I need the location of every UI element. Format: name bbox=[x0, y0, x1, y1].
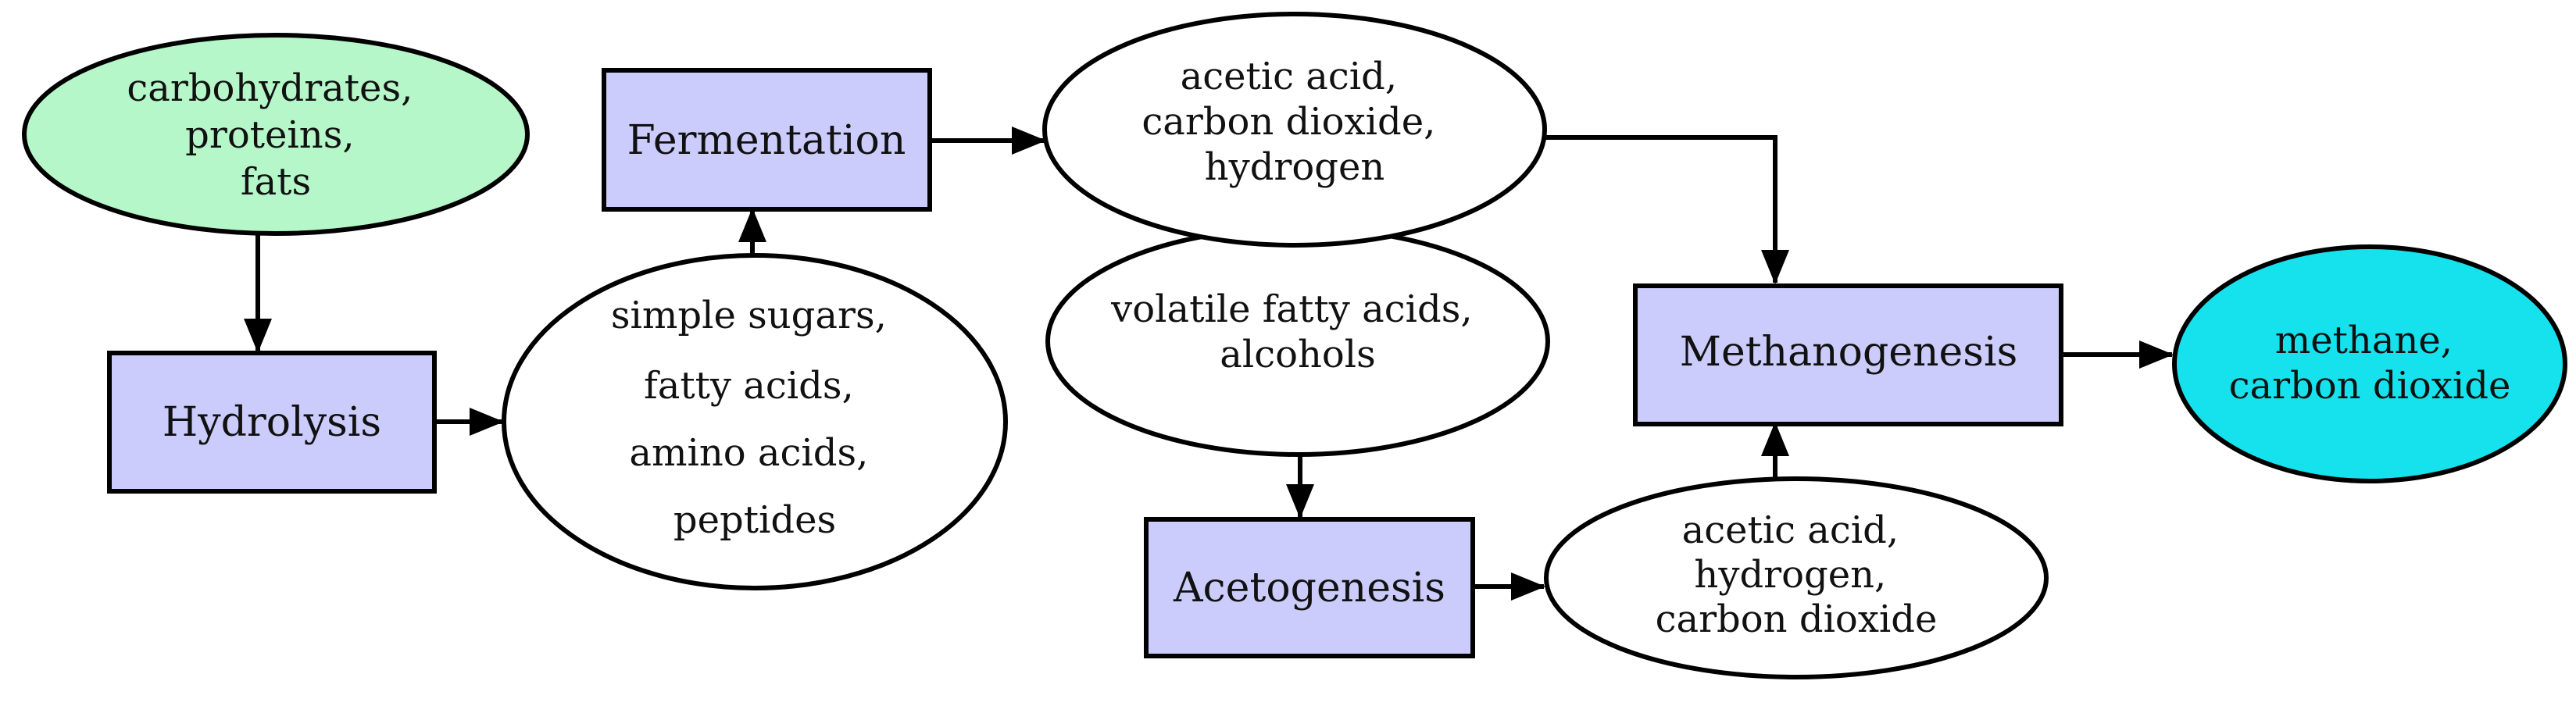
fermentation-products-line-1: acetic acid, bbox=[1181, 55, 1398, 98]
feedstock-line-3: fats bbox=[241, 160, 311, 204]
acetogenesis-products-line-3: carbon dioxide bbox=[1656, 597, 1938, 641]
acetogenesis-label: Acetogenesis bbox=[1173, 565, 1445, 612]
biogas-line-2: carbon dioxide bbox=[2229, 364, 2511, 408]
monomers-node: simple sugars, fatty acids, amino acids,… bbox=[502, 253, 1008, 590]
fermentation-products-line-2: carbon dioxide, bbox=[1142, 100, 1435, 144]
acetogenesis-products-line-1: acetic acid, bbox=[1682, 508, 1899, 552]
feedstock-line-1: carbohydrates, bbox=[127, 66, 413, 110]
monomers-line-3: amino acids, bbox=[629, 431, 868, 475]
biogas-node: methane, carbon dioxide bbox=[2172, 244, 2567, 483]
monomers-label: simple sugars, fatty acids, amino acids,… bbox=[611, 294, 899, 542]
fermentation-products-line-3: hydrogen bbox=[1205, 145, 1385, 189]
methanogenesis-node: Methanogenesis bbox=[1633, 283, 2063, 426]
fermentation-node: Fermentation bbox=[602, 68, 932, 212]
acetogenesis-node: Acetogenesis bbox=[1144, 517, 1475, 658]
fermentation-label: Fermentation bbox=[627, 117, 906, 164]
methanogenesis-label: Methanogenesis bbox=[1680, 329, 2018, 376]
hydrolysis-node: Hydrolysis bbox=[107, 351, 437, 494]
vfa-line-2: alcohols bbox=[1220, 333, 1376, 376]
acetogenesis-products-label: acetic acid, hydrogen, carbon dioxide bbox=[1656, 508, 1938, 641]
edge-products-to-methanogenesis bbox=[1545, 135, 1789, 284]
feedstock-line-2: proteins, bbox=[185, 113, 354, 157]
monomers-line-4: peptides bbox=[673, 498, 836, 542]
monomers-line-1: simple sugars, bbox=[611, 294, 887, 337]
feedstock-node: carbohydrates, proteins, fats bbox=[22, 33, 530, 236]
biogas-label: methane, carbon dioxide bbox=[2229, 319, 2511, 408]
vfa-label: volatile fatty acids, alcohols bbox=[1110, 287, 1485, 376]
biogas-line-1: methane, bbox=[2275, 319, 2453, 362]
acetogenesis-products-line-2: hydrogen, bbox=[1694, 553, 1886, 597]
fermentation-products-label: acetic acid, carbon dioxide, hydrogen bbox=[1142, 55, 1447, 189]
acetogenesis-products-node: acetic acid, hydrogen, carbon dioxide bbox=[1544, 476, 2049, 679]
fermentation-products-node: acetic acid, carbon dioxide, hydrogen bbox=[1042, 12, 1547, 248]
vfa-node: volatile fatty acids, alcohols bbox=[1045, 226, 1550, 457]
feedstock-label: carbohydrates, proteins, fats bbox=[127, 66, 424, 204]
edges bbox=[244, 127, 2174, 601]
vfa-line-1: volatile fatty acids, bbox=[1110, 287, 1472, 331]
hydrolysis-label: Hydrolysis bbox=[163, 399, 381, 446]
monomers-line-2: fatty acids, bbox=[644, 364, 854, 408]
